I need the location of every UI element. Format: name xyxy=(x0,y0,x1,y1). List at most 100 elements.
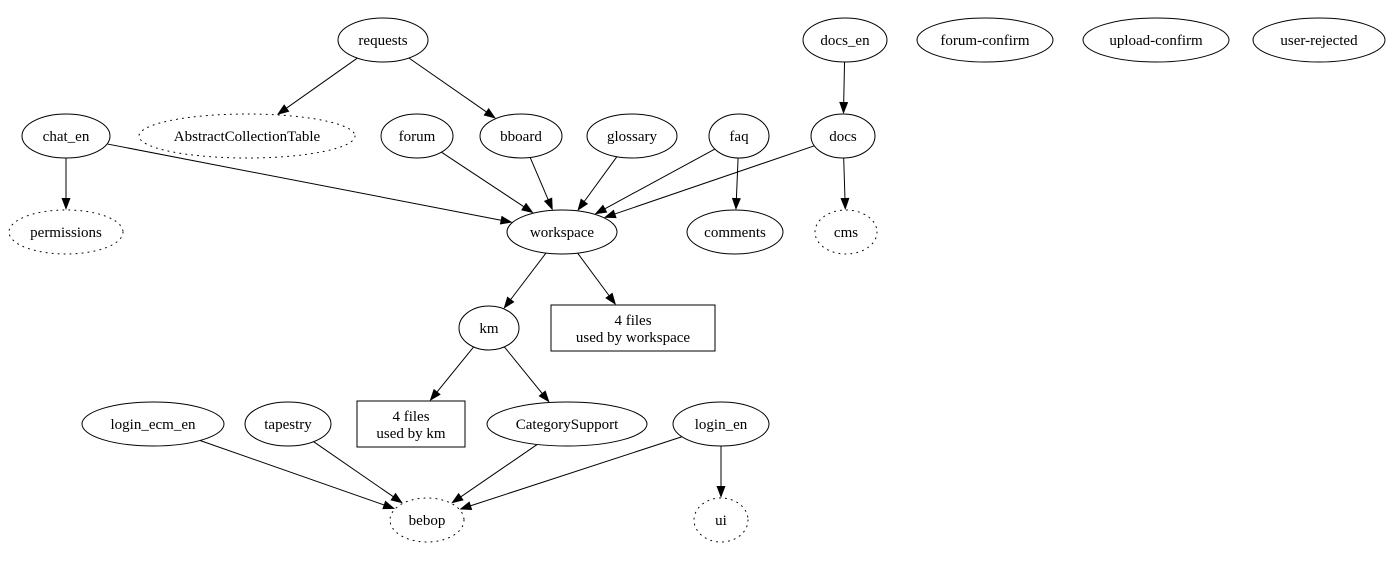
node-label: forum-confirm xyxy=(940,33,1029,49)
node-label: docs_en xyxy=(820,33,870,49)
node-box-shape xyxy=(356,400,466,448)
edge-workspace-km xyxy=(503,252,547,309)
node-AbstractCollectionTable: AbstractCollectionTable xyxy=(138,113,356,159)
node-label: AbstractCollectionTable xyxy=(174,129,321,145)
node-ellipse-shape xyxy=(244,401,332,447)
arrowhead-icon xyxy=(276,104,290,115)
node-permissions: permissions xyxy=(8,209,124,255)
arrowhead-icon xyxy=(605,292,616,305)
node-ellipse-shape xyxy=(506,209,618,255)
node-label: ui xyxy=(715,513,727,529)
edge-docs-workspace xyxy=(603,145,815,219)
edge-docs_en-docs xyxy=(839,61,849,115)
node-label: cms xyxy=(834,225,858,241)
arrowhead-icon xyxy=(603,209,617,219)
arrowhead-icon xyxy=(459,501,473,510)
node-ellipse-shape xyxy=(479,113,563,159)
arrowhead-icon xyxy=(716,486,726,498)
node-forum-confirm: forum-confirm xyxy=(916,17,1054,63)
node-login_en: login_en xyxy=(672,401,770,447)
edge-requests-AbstractCollectionTable xyxy=(276,57,358,115)
node-ellipse-shape xyxy=(380,113,454,159)
node-label: bebop xyxy=(409,513,446,529)
node-ellipse-shape xyxy=(486,401,648,447)
node-label: upload-confirm xyxy=(1109,33,1203,49)
edge-km-files-used-by-km xyxy=(429,346,475,401)
node-forum: forum xyxy=(380,113,454,159)
node-tapestry: tapestry xyxy=(244,401,332,447)
node-ellipse-shape xyxy=(21,113,111,159)
edge-chat_en-permissions xyxy=(61,158,71,210)
edge-forum-workspace xyxy=(441,151,534,214)
node-ellipse-shape xyxy=(8,209,124,255)
arrowhead-icon xyxy=(543,197,553,211)
node-label: comments xyxy=(704,225,766,241)
edge-chat_en-workspace xyxy=(106,143,513,225)
edge-workspace-files-used-by-workspace xyxy=(577,252,616,305)
node-cms: cms xyxy=(814,209,878,255)
node-ellipse-shape xyxy=(1252,17,1386,63)
node-ellipse-shape xyxy=(389,497,465,543)
node-label: requests xyxy=(358,33,407,49)
node-ellipse-shape xyxy=(814,209,878,255)
node-ui: ui xyxy=(693,497,749,543)
arrowhead-icon xyxy=(451,492,464,504)
edge-docs-cms xyxy=(840,157,850,211)
node-upload-confirm: upload-confirm xyxy=(1082,17,1230,63)
edge-glossary-workspace xyxy=(577,156,618,211)
arrowhead-icon xyxy=(521,202,534,214)
node-login_ecm_en: login_ecm_en xyxy=(81,401,225,447)
edge-login_en-ui xyxy=(716,446,726,498)
edge-CategorySupport-bebop xyxy=(451,444,538,504)
node-docs: docs xyxy=(810,113,876,159)
node-box-shape xyxy=(550,304,716,352)
edge-km-CategorySupport xyxy=(503,346,550,403)
node-label: login_ecm_en xyxy=(111,417,196,433)
node-ellipse-shape xyxy=(916,17,1054,63)
edge-login_ecm_en-bebop xyxy=(199,440,396,510)
node-comments: comments xyxy=(686,209,784,255)
node-glossary: glossary xyxy=(586,113,678,159)
node-label: km xyxy=(479,321,499,337)
edge-login_en-bebop xyxy=(459,436,683,510)
arrowhead-icon xyxy=(499,215,513,225)
arrowhead-icon xyxy=(429,388,441,401)
node-CategorySupport: CategorySupport xyxy=(486,401,648,447)
arrowhead-icon xyxy=(503,296,515,309)
node-label: permissions xyxy=(30,225,102,241)
node-label: user-rejected xyxy=(1280,33,1358,49)
edge-faq-workspace xyxy=(594,148,716,215)
node-docs_en: docs_en xyxy=(802,17,888,63)
node-label: glossary xyxy=(607,129,657,145)
node-ellipse-shape xyxy=(802,17,888,63)
node-bboard: bboard xyxy=(479,113,563,159)
node-ellipse-shape xyxy=(693,497,749,543)
node-label: login_en xyxy=(695,417,748,433)
node-workspace: workspace xyxy=(506,209,618,255)
node-label: CategorySupport xyxy=(516,417,619,433)
node-ellipse-shape xyxy=(708,113,770,159)
node-ellipse-shape xyxy=(672,401,770,447)
arrowhead-icon xyxy=(594,204,608,215)
arrowhead-icon xyxy=(61,198,71,210)
arrowhead-icon xyxy=(839,101,849,115)
node-label: docs xyxy=(829,129,857,145)
node-ellipse-shape xyxy=(138,113,356,159)
node-chat_en: chat_en xyxy=(21,113,111,159)
node-ellipse-shape xyxy=(458,305,520,351)
node-ellipse-shape xyxy=(686,209,784,255)
arrowhead-icon xyxy=(483,108,496,119)
node-ellipse-shape xyxy=(810,113,876,159)
arrowhead-icon xyxy=(538,390,550,403)
arrowhead-icon xyxy=(840,197,850,211)
arrowhead-icon xyxy=(382,500,396,510)
node-ellipse-shape xyxy=(1082,17,1230,63)
node-label: chat_en xyxy=(43,129,90,145)
node-label: tapestry xyxy=(264,417,312,433)
